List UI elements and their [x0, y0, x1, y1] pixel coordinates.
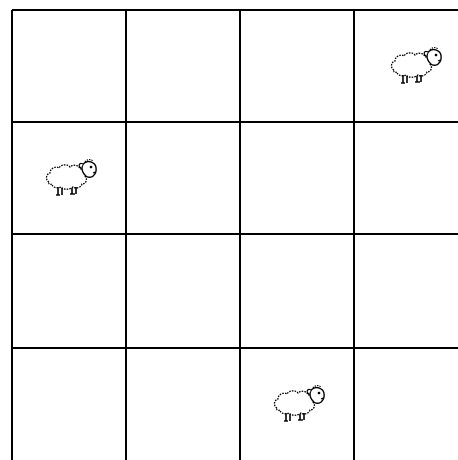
grid-cell-r0-c2[interactable] [240, 10, 354, 122]
grid-cell-r1-c1[interactable] [126, 122, 240, 234]
grid-cell-r1-c3[interactable] [354, 122, 458, 234]
grid-cell-r0-c1[interactable] [126, 10, 240, 122]
grid-cell-r2-c3[interactable] [354, 234, 458, 348]
grid-cell-r2-c2[interactable] [240, 234, 354, 348]
grid-cell-r2-c1[interactable] [126, 234, 240, 348]
grid-cell-r1-c2[interactable] [240, 122, 354, 234]
grid-cell-r3-c1[interactable] [126, 348, 240, 460]
sheep-icon[interactable] [386, 44, 446, 88]
sheep-icon[interactable] [269, 382, 329, 426]
grid-cell-r2-c0[interactable] [12, 234, 126, 348]
sheep-icon[interactable] [41, 156, 101, 200]
grid-cell-r0-c0[interactable] [12, 10, 126, 122]
grid-cell-r3-c3[interactable] [354, 348, 458, 460]
grid-cell-r3-c0[interactable] [12, 348, 126, 460]
